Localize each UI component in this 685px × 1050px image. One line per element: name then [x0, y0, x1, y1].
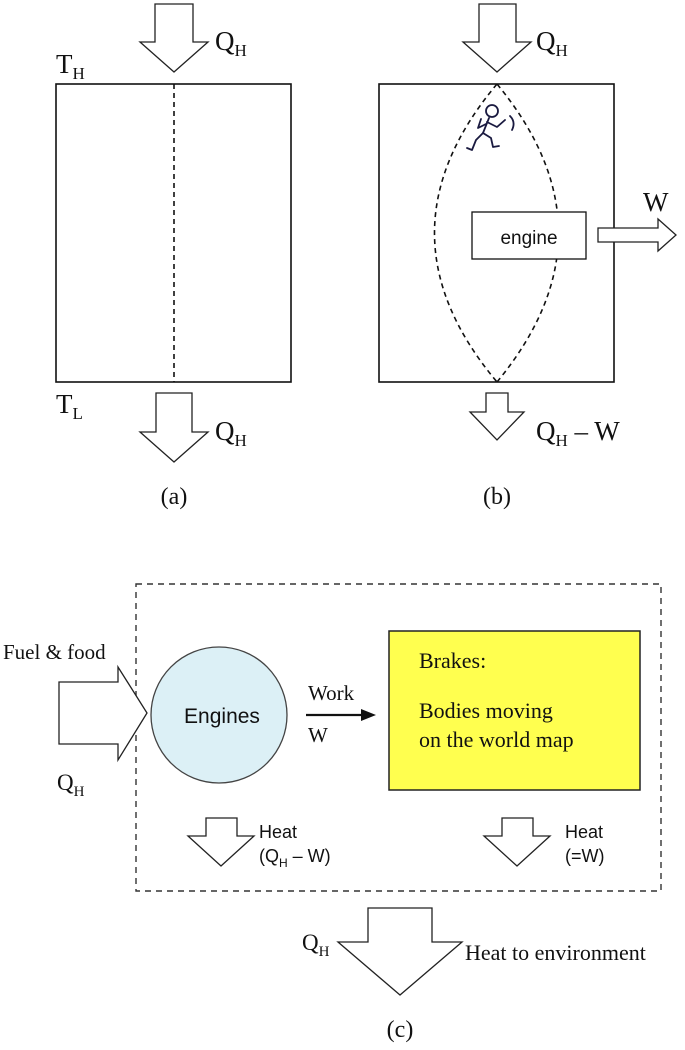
- heat-out-arrow-b: [468, 392, 526, 441]
- heat-out-arrow-a: [138, 392, 210, 463]
- heat-to-environment-label: Heat to environment: [465, 940, 646, 965]
- work-label-c: Work: [308, 681, 355, 705]
- engine-box: [471, 211, 587, 260]
- fuel-in-arrow: [58, 664, 148, 763]
- q-out-label-a: QH: [215, 416, 247, 450]
- work-arrow-head: [361, 709, 376, 721]
- caption-c: (c): [387, 1017, 414, 1043]
- caption-a: (a): [161, 484, 188, 510]
- heat-left-title: Heat: [259, 822, 297, 842]
- work-out-arrow-b: [597, 217, 677, 253]
- climbing-figure-icon: [466, 104, 515, 151]
- panel-a: QH TH TL QH (a): [55, 3, 292, 510]
- engines-label: Engines: [184, 705, 260, 728]
- brakes-title: Brakes:: [419, 648, 486, 673]
- q-in-label-a: QH: [215, 26, 247, 60]
- heat-right-value: (=W): [565, 846, 605, 866]
- q-in-label-b: QH: [536, 26, 568, 60]
- q-out-label-b: QH – W: [536, 416, 620, 450]
- work-symbol-c: W: [308, 723, 328, 747]
- heat-in-arrow-b: [461, 3, 533, 73]
- heat-out-arrow-brakes: [482, 817, 552, 867]
- lens-path-left: [433, 83, 498, 383]
- brakes-line-1: Bodies moving: [419, 698, 553, 723]
- engine-label: engine: [500, 228, 557, 249]
- t-low-label: TL: [56, 389, 83, 423]
- q-out-label-c: QH: [302, 930, 330, 960]
- panel-c: Fuel & food QH Engines Work W Brakes: Bo…: [3, 583, 662, 1043]
- heat-to-environment-arrow: [336, 907, 464, 996]
- t-high-label: TH: [56, 49, 85, 83]
- fuel-label: Fuel & food: [3, 640, 106, 664]
- heat-out-arrow-engines: [186, 817, 256, 867]
- panel-b: QH engine W QH – W (b): [378, 3, 677, 510]
- system-boundary: [135, 583, 662, 892]
- caption-b: (b): [483, 484, 511, 510]
- engines-circle: [150, 646, 288, 784]
- heat-right-title: Heat: [565, 822, 603, 842]
- brakes-line-2: on the world map: [419, 727, 574, 752]
- brakes-box: [388, 630, 641, 791]
- work-label-b: W: [643, 187, 669, 217]
- heat-in-arrow-a: [138, 3, 210, 73]
- heat-left-value: (QH – W): [259, 846, 331, 870]
- q-in-label-c: QH: [57, 770, 85, 800]
